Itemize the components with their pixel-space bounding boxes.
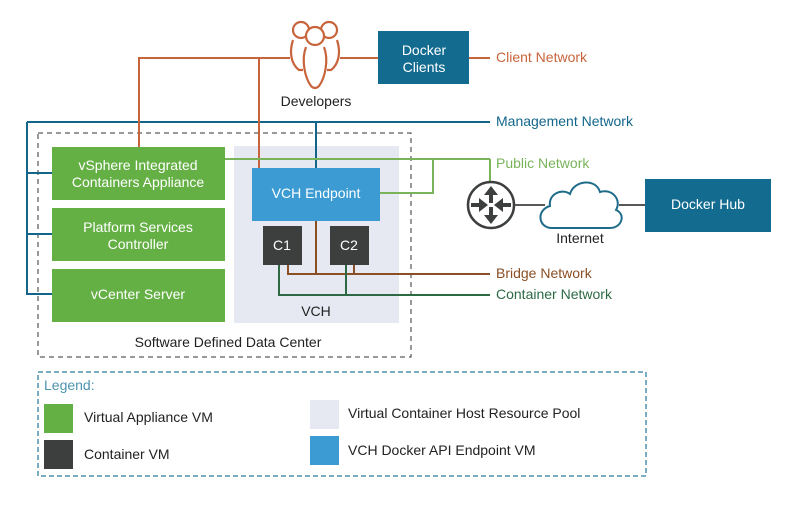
legend-swatch-container-vm <box>44 440 73 469</box>
legend-box <box>37 371 647 477</box>
docker-hub-box[interactable] <box>645 179 771 232</box>
legend-label-endpoint: VCH Docker API Endpoint VM <box>348 442 536 458</box>
psc-box[interactable] <box>52 208 225 261</box>
vch-endpoint-label: VCH Endpoint <box>272 185 361 201</box>
management-network-label: Management Network <box>496 113 634 129</box>
docker-clients-line1: Docker <box>402 42 447 58</box>
container-c1[interactable] <box>263 226 302 265</box>
legend-swatch-appliance <box>44 404 73 433</box>
vch-label: VCH <box>301 303 331 319</box>
container-c2[interactable] <box>330 226 369 265</box>
container-c1-label: C1 <box>273 237 291 253</box>
vic-appliance-line1: vSphere Integrated <box>78 157 197 173</box>
container-network-label: Container Network <box>496 286 613 302</box>
bridge-network-label: Bridge Network <box>496 265 593 281</box>
vic-appliance-box[interactable] <box>52 147 225 200</box>
router-icon <box>466 180 516 230</box>
vcenter-label: vCenter Server <box>91 286 185 302</box>
docker-hub-label: Docker Hub <box>671 196 745 212</box>
client-network-label: Client Network <box>496 49 588 65</box>
legend-swatch-resource-pool <box>310 400 339 429</box>
internet-label: Internet <box>556 230 604 246</box>
public-network-lines <box>225 158 491 194</box>
container-network-lines <box>278 265 490 296</box>
sddc-boundary <box>37 132 412 358</box>
docker-clients-box[interactable] <box>378 31 469 84</box>
vch-endpoint-box[interactable] <box>252 168 380 221</box>
container-c2-label: C2 <box>340 237 358 253</box>
developers-icon <box>289 20 341 90</box>
public-network-label: Public Network <box>496 155 590 171</box>
docker-clients-line2: Clients <box>403 59 446 75</box>
bridge-network-lines <box>287 221 490 275</box>
legend-label-resource-pool: Virtual Container Host Resource Pool <box>348 405 580 421</box>
client-network-lines <box>138 57 490 168</box>
legend-label-appliance: Virtual Appliance VM <box>84 409 213 425</box>
vcenter-box[interactable] <box>52 269 225 322</box>
legend-title: Legend: <box>44 377 95 393</box>
vic-appliance-line2: Containers Appliance <box>72 174 205 190</box>
legend-swatch-endpoint <box>310 436 339 465</box>
legend-label-container-vm: Container VM <box>84 446 170 462</box>
sddc-label: Software Defined Data Center <box>135 334 322 350</box>
psc-line1: Platform Services <box>83 219 193 235</box>
psc-line2: Controller <box>108 236 169 252</box>
internet-cloud-icon <box>539 181 623 229</box>
developers-label: Developers <box>281 93 352 109</box>
